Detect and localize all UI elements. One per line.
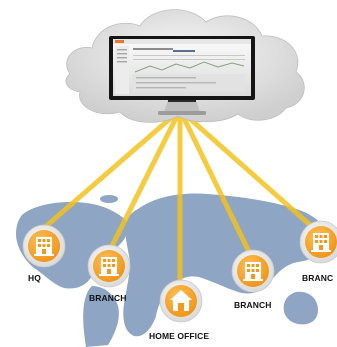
connection-beams xyxy=(41,107,321,289)
beam-branch1 xyxy=(105,107,183,257)
beam-branch2 xyxy=(177,107,255,261)
monitor xyxy=(109,36,255,115)
office-building-icon xyxy=(34,237,54,256)
label-branch-1: BRANCH xyxy=(89,293,127,303)
label-home-office: HOME OFFICE xyxy=(149,331,210,341)
node-branch-3 xyxy=(299,220,337,264)
node-hq xyxy=(22,224,66,268)
beam-branch3 xyxy=(177,107,321,235)
label-branch-3: BRANC xyxy=(302,273,334,283)
label-hq: HQ xyxy=(28,273,41,283)
house-icon xyxy=(170,290,192,311)
office-building-icon xyxy=(311,233,331,252)
office-building-icon xyxy=(243,262,263,281)
world-map xyxy=(16,193,327,347)
node-home-office xyxy=(159,279,203,323)
label-branch-2: BRANCH xyxy=(234,300,272,310)
node-branch-2 xyxy=(231,249,275,293)
beam-hq xyxy=(41,107,183,231)
node-branch-1 xyxy=(87,244,131,288)
office-building-icon xyxy=(99,257,119,276)
